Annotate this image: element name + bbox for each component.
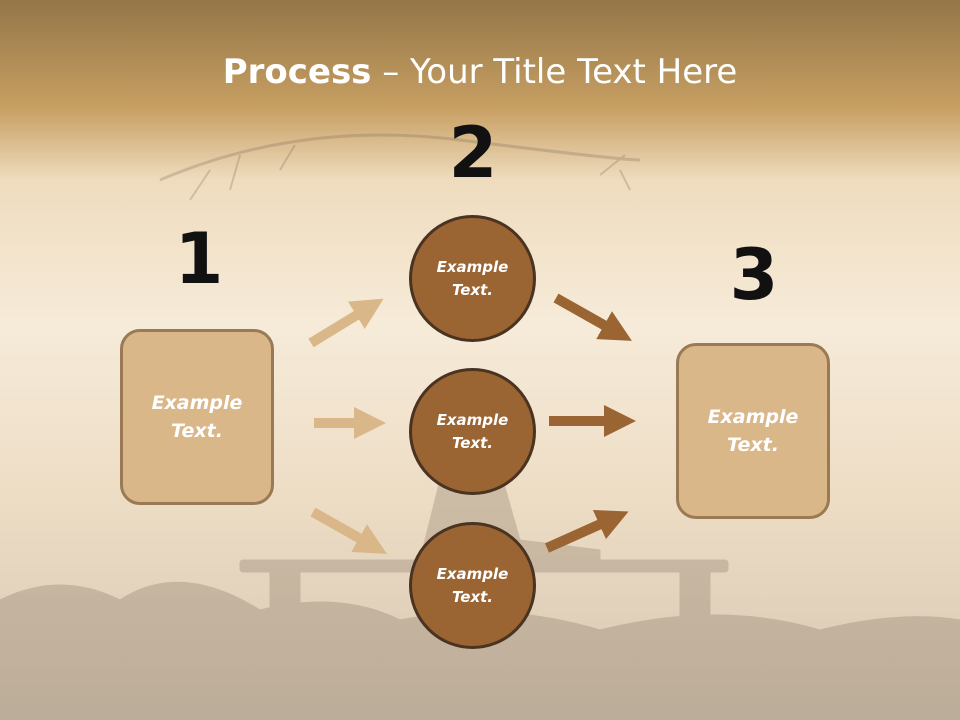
slide-title-rest: – Your Title Text Here: [371, 52, 738, 92]
arrow-top-to-3: [553, 293, 632, 341]
slide-title-bold: Process: [222, 52, 372, 92]
step-number-3: 3: [729, 234, 779, 316]
slide-title: Process – Your Title Text Here: [0, 52, 960, 92]
circle-bottom-text: Example Text.: [436, 565, 509, 606]
step-3-box-text: Example Text.: [707, 405, 799, 457]
step-2-circle-bottom: Example Text.: [409, 522, 536, 649]
arrow-bottom-to-3: [544, 509, 629, 553]
step-2-circle-middle: Example Text.: [409, 368, 536, 495]
step-number-1: 1: [174, 218, 224, 300]
arrow-1-to-bottom: [310, 507, 387, 554]
step-1-box-text: Example Text.: [151, 391, 243, 443]
step-2-circle-top: Example Text.: [409, 215, 536, 342]
circle-top-text: Example Text.: [436, 258, 509, 299]
circle-middle-text: Example Text.: [436, 411, 509, 452]
step-1-box: Example Text.: [120, 329, 274, 505]
step-number-2: 2: [448, 112, 498, 194]
step-3-box: Example Text.: [676, 343, 830, 519]
arrow-1-to-top: [308, 298, 384, 348]
